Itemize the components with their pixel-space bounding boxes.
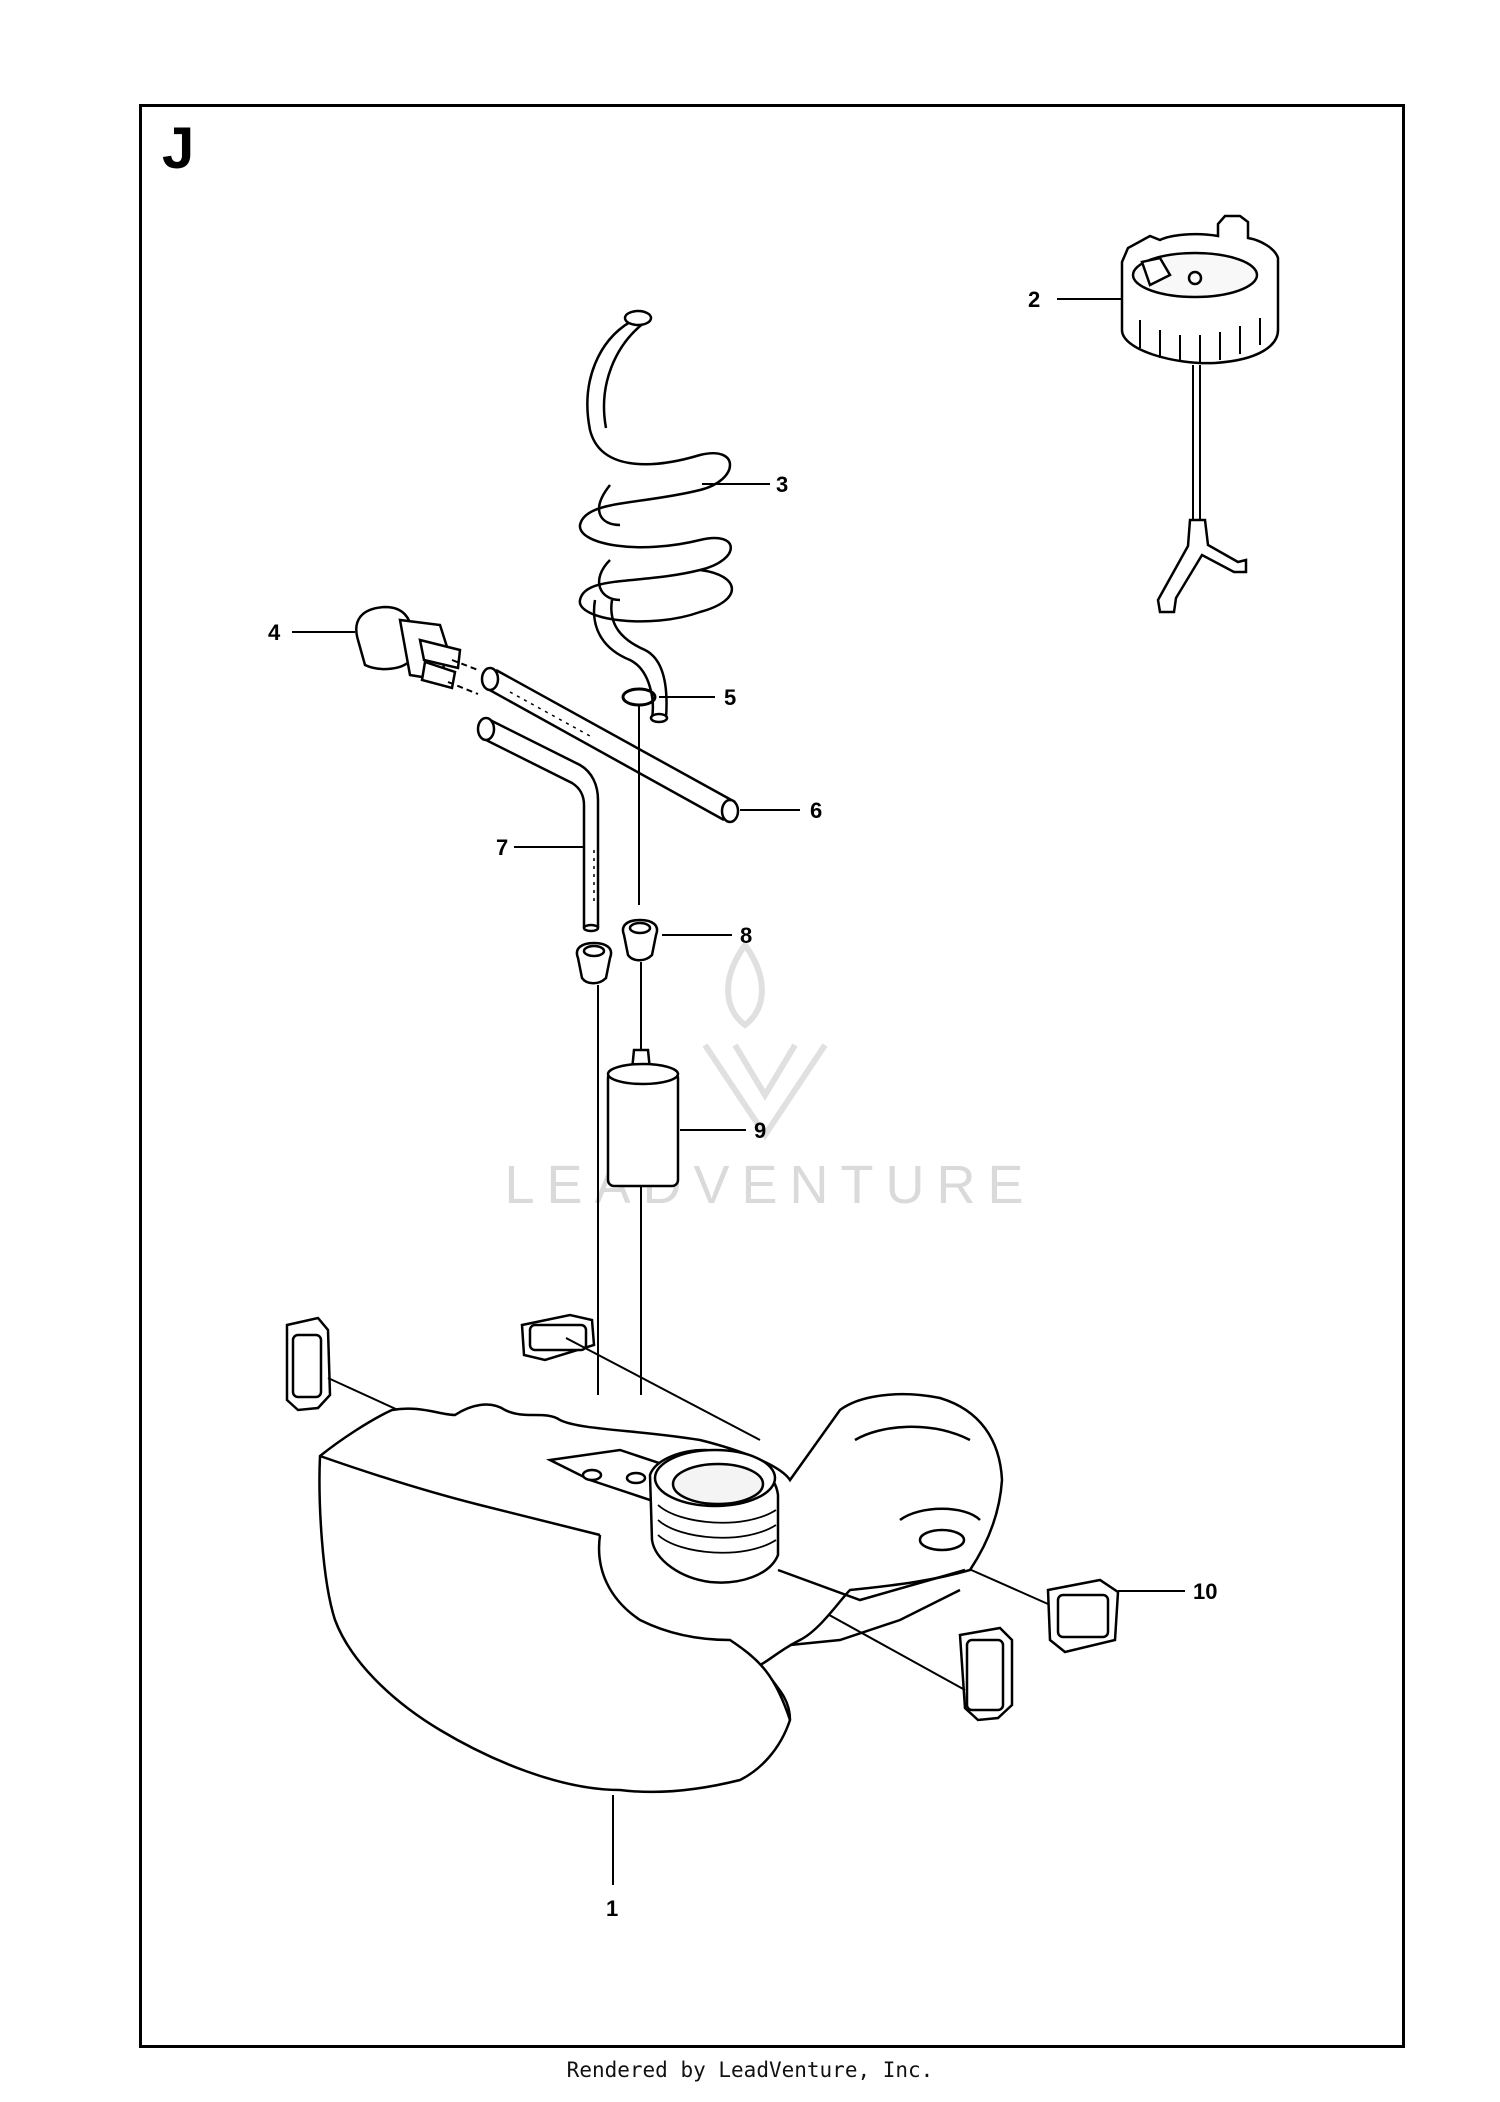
callout-number-6: 6 [810, 798, 822, 823]
callout-6: 6 [740, 798, 822, 823]
callout-8: 8 [662, 923, 752, 948]
callout-number-10: 10 [1193, 1579, 1217, 1604]
callout-3: 3 [702, 472, 788, 497]
callout-number-5: 5 [724, 685, 736, 710]
callout-7: 7 [496, 835, 583, 860]
callout-5: 5 [659, 685, 736, 710]
fuel-filter-drawing [606, 1048, 680, 1188]
callout-number-8: 8 [740, 923, 752, 948]
coiled-hose-drawing [578, 309, 734, 724]
o-ring-drawing [621, 687, 657, 707]
rubber-mount-drawing [285, 1313, 1120, 1722]
callout-1: 1 [606, 1795, 618, 1921]
footer-credit: Rendered by LeadVenture, Inc. [566, 2058, 934, 2082]
callout-number-2: 2 [1028, 287, 1040, 312]
bent-hose-drawing [476, 716, 600, 933]
callout-4: 4 [268, 620, 355, 645]
grommet-drawing [575, 918, 659, 985]
callout-number-3: 3 [776, 472, 788, 497]
diagram-frame [139, 104, 1405, 2048]
fuel-cap-drawing [1120, 214, 1280, 614]
callout-2: 2 [1028, 287, 1122, 312]
straight-hose-drawing [480, 666, 740, 824]
callout-number-9: 9 [754, 1118, 766, 1143]
section-letter: J [162, 116, 195, 181]
callout-number-1: 1 [606, 1896, 618, 1921]
primer-bulb-drawing [355, 605, 479, 695]
callout-10: 10 [1118, 1579, 1217, 1604]
callout-number-7: 7 [496, 835, 508, 860]
callout-9: 9 [680, 1118, 766, 1143]
fuel-tank-drawing [318, 1393, 1004, 1794]
watermark-logo-text: LEADVENTURE [504, 1155, 1036, 1215]
watermark-logo-icon [702, 939, 828, 1141]
callout-number-4: 4 [268, 620, 281, 645]
